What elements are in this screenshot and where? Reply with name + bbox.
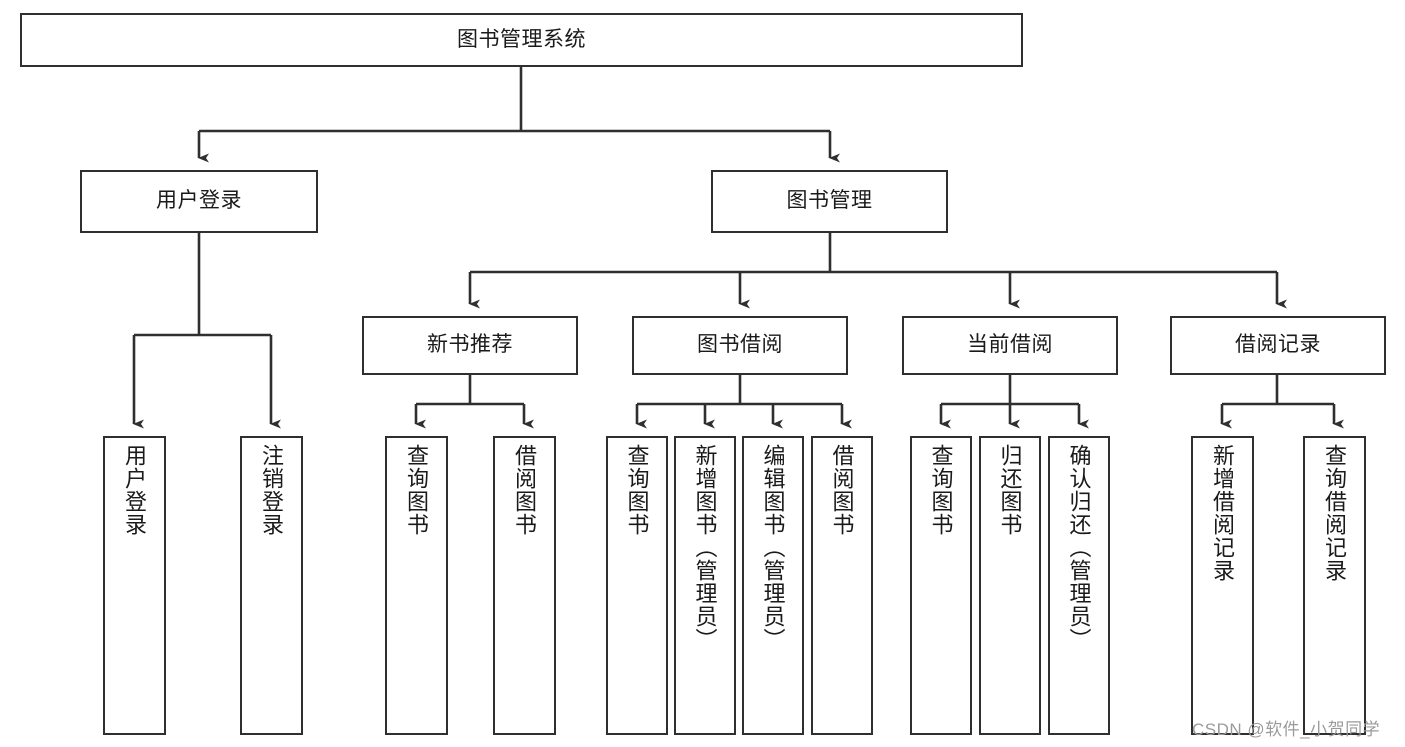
leaf-recommend-borrow-book[interactable]: 借阅图书 xyxy=(493,436,556,735)
node-current-borrow[interactable]: 当前借阅 xyxy=(902,316,1118,375)
leaf-borrow-query-book[interactable]: 查询图书 xyxy=(606,436,668,735)
leaf-current-query-book[interactable]: 查询图书 xyxy=(910,436,972,735)
node-label: 查询借阅记录 xyxy=(1322,444,1348,582)
node-label: 新增借阅记录 xyxy=(1210,444,1236,582)
node-book-management[interactable]: 图书管理 xyxy=(711,170,948,233)
leaf-borrow-borrow-book[interactable]: 借阅图书 xyxy=(811,436,873,735)
node-root-system[interactable]: 图书管理系统 xyxy=(20,13,1023,67)
leaf-borrow-edit-book-admin[interactable]: 编辑图书（管理员） xyxy=(742,436,804,735)
leaf-current-confirm-return-admin[interactable]: 确认归还（管理员） xyxy=(1048,436,1110,735)
node-label: 借阅图书 xyxy=(512,444,538,536)
leaf-record-query-record[interactable]: 查询借阅记录 xyxy=(1303,436,1366,735)
node-new-book-recommend[interactable]: 新书推荐 xyxy=(362,316,578,375)
node-label: 图书管理系统 xyxy=(457,27,586,51)
node-label: 用户登录 xyxy=(122,444,148,536)
node-label: 借阅记录 xyxy=(1235,333,1321,357)
node-label: 图书管理 xyxy=(786,189,873,213)
node-label: 借阅图书 xyxy=(829,444,855,536)
node-label: 查询图书 xyxy=(624,444,650,536)
node-label: 新书推荐 xyxy=(427,333,513,357)
leaf-current-return-book[interactable]: 归还图书 xyxy=(979,436,1041,735)
node-label: 查询图书 xyxy=(928,444,954,536)
leaf-user-login-logout[interactable]: 注销登录 xyxy=(240,436,303,735)
leaf-user-login-login[interactable]: 用户登录 xyxy=(103,436,166,735)
node-borrow-record[interactable]: 借阅记录 xyxy=(1170,316,1386,375)
node-label: 查询图书 xyxy=(404,444,430,536)
node-label: 图书借阅 xyxy=(697,333,783,357)
node-label: 编辑图书（管理员） xyxy=(760,444,786,651)
node-label: 新增图书（管理员） xyxy=(692,444,718,651)
leaf-record-add-record[interactable]: 新增借阅记录 xyxy=(1191,436,1254,735)
node-label: 用户登录 xyxy=(156,189,242,213)
node-label: 确认归还（管理员） xyxy=(1066,444,1092,651)
node-label: 注销登录 xyxy=(259,444,285,536)
node-user-login[interactable]: 用户登录 xyxy=(80,170,318,233)
watermark: CSDN @软件_小贺同学 xyxy=(1192,720,1381,739)
node-label: 当前借阅 xyxy=(967,333,1053,357)
node-book-borrow[interactable]: 图书借阅 xyxy=(632,316,848,375)
node-label: 归还图书 xyxy=(997,444,1023,536)
leaf-borrow-add-book-admin[interactable]: 新增图书（管理员） xyxy=(674,436,736,735)
leaf-recommend-query-book[interactable]: 查询图书 xyxy=(385,436,448,735)
